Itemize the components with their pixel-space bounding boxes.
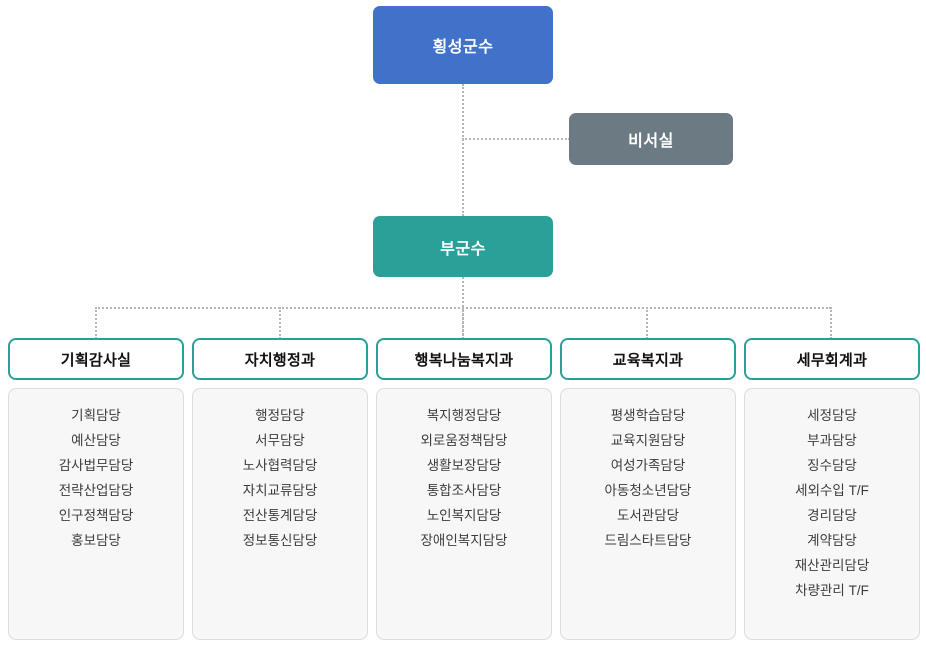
dept-item[interactable]: 외로움정책담당 (420, 433, 508, 448)
dept-item[interactable]: 노사협력담당 (242, 458, 318, 473)
dept-column-1: 기획감사실 기획담당 예산담당 감사법무담당 전략산업담당 인구정책담당 홍보담… (8, 338, 184, 640)
dept-item[interactable]: 세정담당 (807, 408, 857, 423)
dept-title-5-label: 세무회계과 (796, 351, 868, 369)
dept-item[interactable]: 인구정책담당 (58, 508, 134, 523)
dept-item[interactable]: 아동청소년담당 (604, 483, 692, 498)
dept-item[interactable]: 행정담당 (255, 408, 305, 423)
dept-item[interactable]: 경리담당 (807, 508, 857, 523)
dept-item[interactable]: 재산관리담당 (794, 558, 870, 573)
node-secretary-office-label: 비서실 (628, 133, 674, 150)
node-deputy-governor-label: 부군수 (440, 240, 486, 258)
dept-column-3: 행복나눔복지과 복지행정담당 외로움정책담당 생활보장담당 통합조사담당 노인복… (376, 338, 552, 640)
node-secretary-office[interactable]: 비서실 (569, 113, 733, 165)
connector-head-to-aide (462, 138, 570, 140)
connector-drop-dept-1 (95, 307, 97, 339)
dept-title-2[interactable]: 자치행정과 (192, 338, 368, 380)
dept-item[interactable]: 홍보담당 (71, 533, 121, 548)
node-county-governor-label: 횡성군수 (432, 39, 494, 56)
dept-column-2: 자치행정과 행정담당 서무담당 노사협력담당 자치교류담당 전산통계담당 정보통… (192, 338, 368, 640)
dept-item[interactable]: 드림스타트담당 (604, 533, 692, 548)
dept-item[interactable]: 부과담당 (807, 433, 857, 448)
dept-title-4-label: 교육복지과 (612, 351, 684, 369)
connector-drop-dept-4 (646, 307, 648, 339)
dept-title-2-label: 자치행정과 (244, 351, 316, 369)
dept-column-5: 세무회계과 세정담당 부과담당 징수담당 세외수입 T/F 경리담당 계약담당 … (744, 338, 920, 640)
dept-title-4[interactable]: 교육복지과 (560, 338, 736, 380)
dept-item[interactable]: 전산통계담당 (242, 508, 318, 523)
dept-item[interactable]: 서무담당 (255, 433, 305, 448)
connector-drop-dept-3 (462, 307, 464, 339)
node-county-governor[interactable]: 횡성군수 (373, 6, 553, 84)
dept-item[interactable]: 기획담당 (71, 408, 121, 423)
dept-item[interactable]: 교육지원담당 (610, 433, 686, 448)
dept-item[interactable]: 전략산업담당 (58, 483, 134, 498)
dept-item[interactable]: 복지행정담당 (426, 408, 502, 423)
dept-item[interactable]: 정보통신담당 (242, 533, 318, 548)
dept-item[interactable]: 장애인복지담당 (420, 533, 508, 548)
dept-item[interactable]: 여성가족담당 (610, 458, 686, 473)
connector-head-to-deputy (462, 84, 464, 216)
dept-item[interactable]: 평생학습담당 (610, 408, 686, 423)
dept-item[interactable]: 자치교류담당 (242, 483, 318, 498)
dept-body-3: 복지행정담당 외로움정책담당 생활보장담당 통합조사담당 노인복지담당 장애인복… (376, 388, 552, 640)
dept-item[interactable]: 도서관담당 (616, 508, 680, 523)
dept-title-3-label: 행복나눔복지과 (414, 351, 514, 369)
dept-item[interactable]: 생활보장담당 (426, 458, 502, 473)
dept-item[interactable]: 차량관리 T/F (795, 583, 869, 598)
connector-drop-dept-2 (279, 307, 281, 339)
dept-body-1: 기획담당 예산담당 감사법무담당 전략산업담당 인구정책담당 홍보담당 (8, 388, 184, 640)
dept-body-4: 평생학습담당 교육지원담당 여성가족담당 아동청소년담당 도서관담당 드림스타트… (560, 388, 736, 640)
dept-title-5[interactable]: 세무회계과 (744, 338, 920, 380)
dept-column-4: 교육복지과 평생학습담당 교육지원담당 여성가족담당 아동청소년담당 도서관담당… (560, 338, 736, 640)
dept-item[interactable]: 감사법무담당 (58, 458, 134, 473)
dept-item[interactable]: 징수담당 (807, 458, 857, 473)
dept-title-3[interactable]: 행복나눔복지과 (376, 338, 552, 380)
dept-item[interactable]: 노인복지담당 (426, 508, 502, 523)
dept-item[interactable]: 세외수입 T/F (795, 483, 869, 498)
dept-body-2: 행정담당 서무담당 노사협력담당 자치교류담당 전산통계담당 정보통신담당 (192, 388, 368, 640)
dept-body-5: 세정담당 부과담당 징수담당 세외수입 T/F 경리담당 계약담당 재산관리담당… (744, 388, 920, 640)
connector-drop-dept-5 (830, 307, 832, 339)
dept-item[interactable]: 계약담당 (807, 533, 857, 548)
dept-item[interactable]: 통합조사담당 (426, 483, 502, 498)
node-deputy-governor[interactable]: 부군수 (373, 216, 553, 277)
dept-title-1-label: 기획감사실 (60, 351, 132, 369)
dept-title-1[interactable]: 기획감사실 (8, 338, 184, 380)
dept-item[interactable]: 예산담당 (71, 433, 121, 448)
